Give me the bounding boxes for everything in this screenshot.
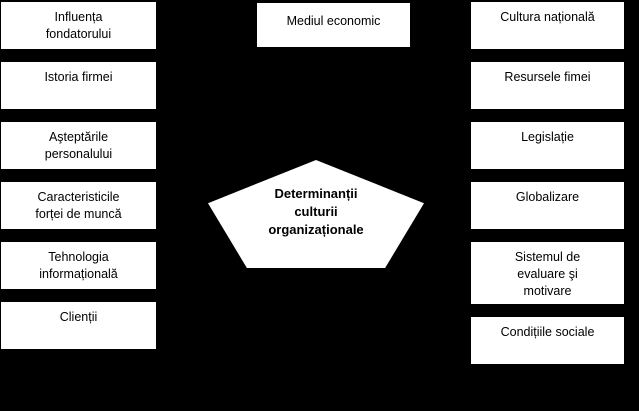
node-label: Condițiile sociale <box>500 325 595 339</box>
node-label: Caracteristicile forței de muncă <box>35 190 122 221</box>
node-label: Globalizare <box>515 190 580 204</box>
node-resursele-firmei[interactable]: Resursele fimei <box>471 62 624 109</box>
node-label: Clienții <box>59 310 98 324</box>
node-label: Resursele fimei <box>504 70 591 84</box>
node-cultura-nationala[interactable]: Cultura națională <box>471 2 624 49</box>
node-label: Aşteptările personalului <box>44 130 113 161</box>
node-conditiile-sociale[interactable]: Condițiile sociale <box>471 317 624 364</box>
node-istoria-firmei[interactable]: Istoria firmei <box>1 62 156 109</box>
node-caracteristicile-fortei-de-munca[interactable]: Caracteristicile forței de muncă <box>1 182 156 229</box>
node-label: Legislație <box>521 130 574 144</box>
node-influenta-fondatorului[interactable]: Influența fondatorului <box>1 2 156 49</box>
node-legislatie[interactable]: Legislație <box>471 122 624 169</box>
node-mediul-economic[interactable]: Mediul economic <box>257 3 410 47</box>
node-globalizare[interactable]: Globalizare <box>471 182 624 229</box>
pentagon-label: Determinanții culturii organizaționale <box>268 186 364 237</box>
node-label: Tehnologia informațională <box>39 250 118 281</box>
node-label: Influența fondatorului <box>45 10 112 41</box>
node-tehnologia-informationala[interactable]: Tehnologia informațională <box>1 242 156 289</box>
node-determinantii-culturii-organizationale[interactable]: Determinanții culturii organizaționale <box>208 160 424 268</box>
node-label: Mediul economic <box>286 14 381 28</box>
node-label: Istoria firmei <box>44 70 113 84</box>
node-clientii[interactable]: Clienții <box>1 302 156 349</box>
node-asteptarile-personalului[interactable]: Aşteptările personalului <box>1 122 156 169</box>
node-label: Sistemul de evaluare şi motivare <box>514 250 581 298</box>
node-label: Cultura națională <box>500 10 595 24</box>
node-sistemul-de-evaluare-si-motivare[interactable]: Sistemul de evaluare şi motivare <box>471 242 624 304</box>
